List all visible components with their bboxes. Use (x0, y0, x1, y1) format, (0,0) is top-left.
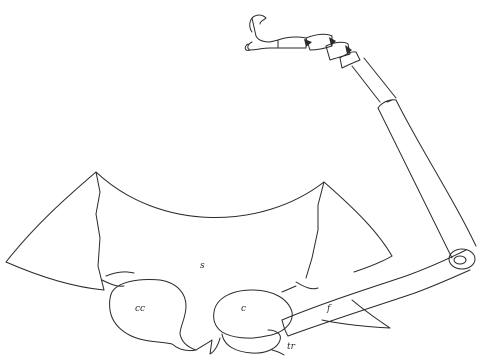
femur-label: f (327, 305, 330, 314)
sternal-plate (6, 172, 392, 328)
coxa-right-label: c (241, 305, 246, 314)
tarsus (278, 34, 396, 102)
central-notch (196, 338, 220, 354)
sternum-label: s (200, 262, 205, 271)
tibia (378, 100, 476, 258)
coxa-right (214, 290, 293, 338)
claw (245, 15, 278, 50)
coxa-left (110, 280, 196, 351)
trochanter-label: tr (287, 343, 295, 352)
coxa-left-label: cc (135, 305, 145, 314)
